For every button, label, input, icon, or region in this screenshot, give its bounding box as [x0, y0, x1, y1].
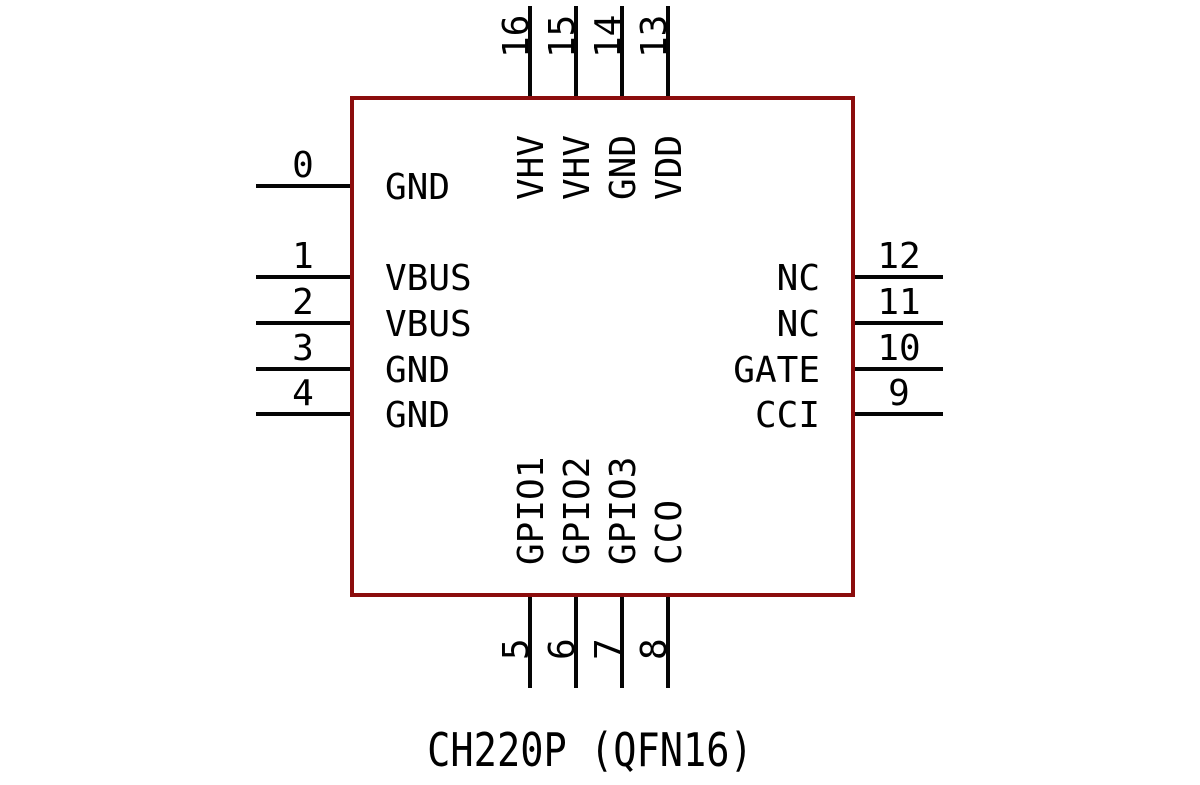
- pin-label: VBUS: [385, 258, 472, 299]
- pin-label: GPIO3: [603, 456, 644, 565]
- pin-label: CCI: [754, 395, 820, 436]
- pin-label: CCO: [649, 499, 690, 565]
- pin-line-right-10: [855, 367, 943, 371]
- pin-label: GPIO1: [511, 456, 552, 565]
- pin-label: NC: [776, 258, 820, 299]
- pin-label: GND: [385, 395, 451, 436]
- pin-line-top-16: [528, 6, 532, 96]
- pin-label: VHV: [557, 134, 598, 200]
- pin-label: NC: [776, 304, 820, 345]
- pin-line-top-15: [574, 6, 578, 96]
- pin-line-bottom-7: [620, 597, 624, 688]
- pin-number: 2: [292, 282, 314, 323]
- pin-line-left-4: [256, 412, 350, 416]
- pin-label: VHV: [511, 134, 552, 200]
- pin-number: 6: [542, 638, 583, 660]
- pin-line-top-13: [666, 6, 670, 96]
- pin-number: 13: [634, 14, 675, 58]
- chip-body: [350, 96, 855, 597]
- pin-number: 12: [877, 236, 921, 277]
- pin-number: 5: [496, 638, 537, 660]
- pin-number: 7: [588, 638, 629, 660]
- component-title: CH220P (QFN16): [427, 723, 753, 777]
- pin-number: 9: [888, 373, 910, 414]
- pin-line-left-2: [256, 321, 350, 325]
- pin-line-top-14: [620, 6, 624, 96]
- pin-line-right-9: [855, 412, 943, 416]
- pin-line-right-11: [855, 321, 943, 325]
- pin-line-right-12: [855, 275, 943, 279]
- pin-line-bottom-5: [528, 597, 532, 688]
- pin-label: GND: [385, 167, 451, 208]
- pin-number: 16: [496, 14, 537, 58]
- pin-line-bottom-8: [666, 597, 670, 688]
- pin-line-bottom-6: [574, 597, 578, 688]
- pin-line-left-3: [256, 367, 350, 371]
- pin-number: 1: [292, 236, 314, 277]
- pin-line-left-0: [256, 184, 350, 188]
- pin-number: 14: [588, 14, 629, 58]
- pin-label: VBUS: [385, 304, 472, 345]
- pin-number: 3: [292, 328, 314, 369]
- pin-number: 11: [877, 282, 921, 323]
- pin-number: 0: [292, 145, 314, 186]
- pin-label: GPIO2: [557, 456, 598, 565]
- pin-label: GND: [603, 134, 644, 200]
- pin-number: 15: [542, 14, 583, 58]
- pin-number: 8: [634, 638, 675, 660]
- pin-label: GATE: [733, 350, 820, 391]
- pin-label: VDD: [649, 134, 690, 200]
- pin-number: 10: [877, 328, 921, 369]
- pin-line-left-1: [256, 275, 350, 279]
- pin-label: GND: [385, 350, 451, 391]
- pin-number: 4: [292, 373, 314, 414]
